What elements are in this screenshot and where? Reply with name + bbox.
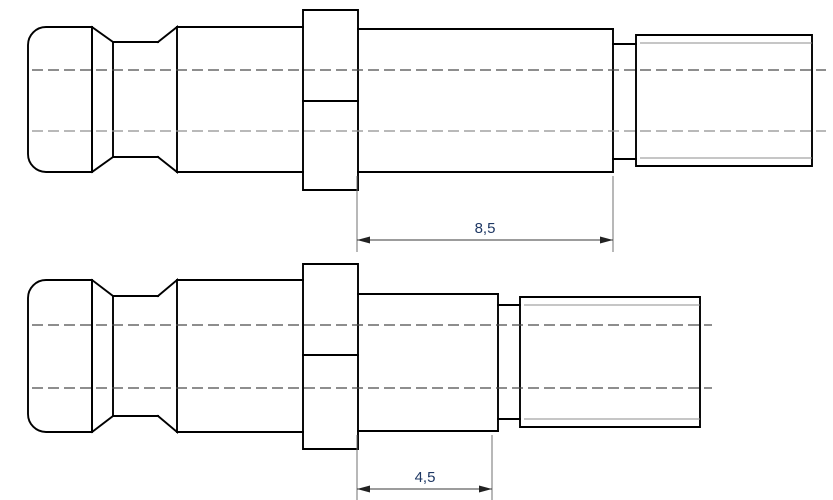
collar-flange-bottom (302, 263, 359, 450)
dim-arrow-left-bottom (357, 485, 370, 493)
rounded-head-top (27, 26, 93, 173)
stepped-shaft-top (357, 28, 614, 173)
rounded-head-bottom (27, 279, 93, 433)
tapered-neck-top (90, 25, 114, 174)
groove-to-body-taper-top (156, 25, 178, 174)
dim-arrow-left-top (357, 236, 370, 244)
view-top: 8,5 (27, 9, 826, 252)
collar-flange-top (302, 9, 359, 191)
end-sleeve-top (635, 34, 813, 167)
spigot-top (612, 43, 637, 160)
groove-to-body-taper-bottom (156, 277, 178, 435)
dimension-label-4-5: 4,5 (415, 469, 436, 486)
cylindrical-body-top (176, 26, 304, 173)
end-sleeve-bottom (519, 296, 701, 428)
dimension-label-8-5: 8,5 (475, 220, 496, 237)
annular-groove-top (112, 41, 159, 158)
tapered-neck-bottom (90, 278, 114, 434)
spigot-bottom (497, 304, 521, 420)
cylindrical-body-bottom (176, 279, 304, 433)
stepped-shaft-bottom (357, 293, 499, 432)
view-bottom: 4,5 (27, 263, 712, 500)
dim-arrow-right-bottom (479, 485, 492, 493)
annular-groove-bottom (112, 295, 159, 417)
dim-arrow-right-top (600, 236, 613, 244)
